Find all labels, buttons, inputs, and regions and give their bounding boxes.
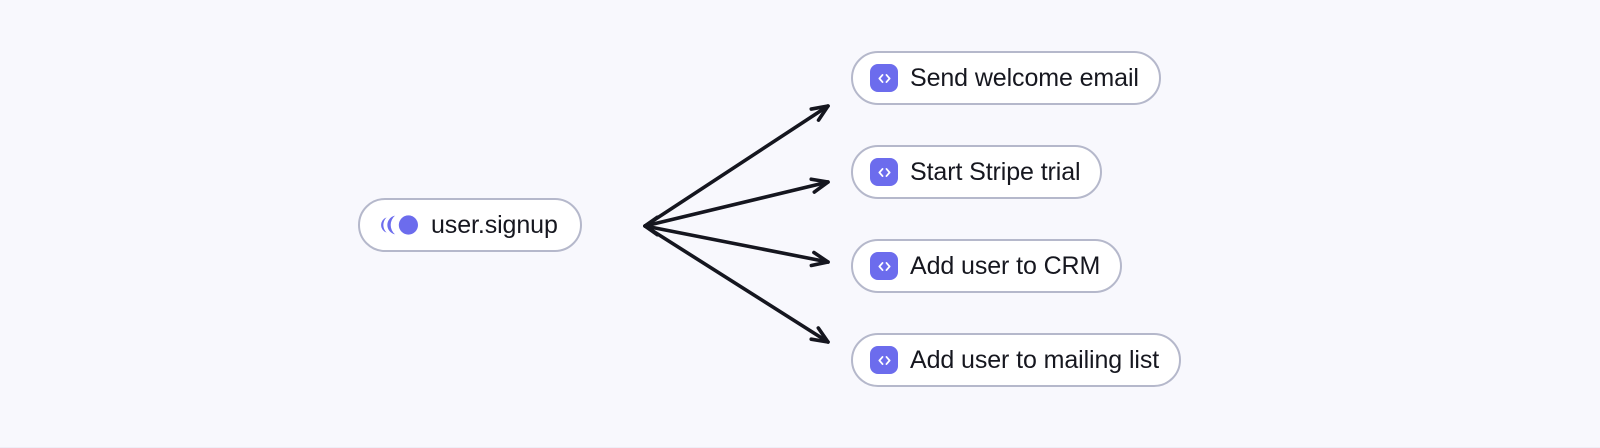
trigger-node-user-signup[interactable]: user.signup — [358, 198, 582, 252]
code-brackets-icon — [870, 64, 898, 92]
code-brackets-icon — [870, 158, 898, 186]
edge-line — [643, 224, 830, 344]
action-node[interactable]: Start Stripe trial — [851, 145, 1103, 199]
edge-arrowhead — [809, 326, 830, 344]
edge-origin-arrowhead — [643, 215, 660, 237]
action-node-label: Add user to CRM — [910, 251, 1101, 280]
code-brackets-icon — [870, 252, 898, 280]
trigger-node-label: user.signup — [431, 210, 558, 239]
action-node[interactable]: Send welcome email — [851, 51, 1161, 105]
edge-line — [643, 104, 830, 228]
signal-event-icon — [381, 215, 418, 235]
action-node[interactable]: Add user to mailing list — [851, 333, 1182, 387]
action-node-label: Start Stripe trial — [910, 157, 1081, 186]
action-node-label: Add user to mailing list — [910, 345, 1160, 374]
edge-arrowhead — [809, 177, 830, 194]
edge-arrowhead — [809, 104, 830, 122]
edge-arrowhead — [809, 250, 830, 268]
code-brackets-icon — [870, 346, 898, 374]
edge-line — [643, 180, 830, 228]
action-node[interactable]: Add user to CRM — [851, 239, 1123, 293]
edge-line — [643, 224, 830, 264]
action-node-label: Send welcome email — [910, 63, 1139, 92]
